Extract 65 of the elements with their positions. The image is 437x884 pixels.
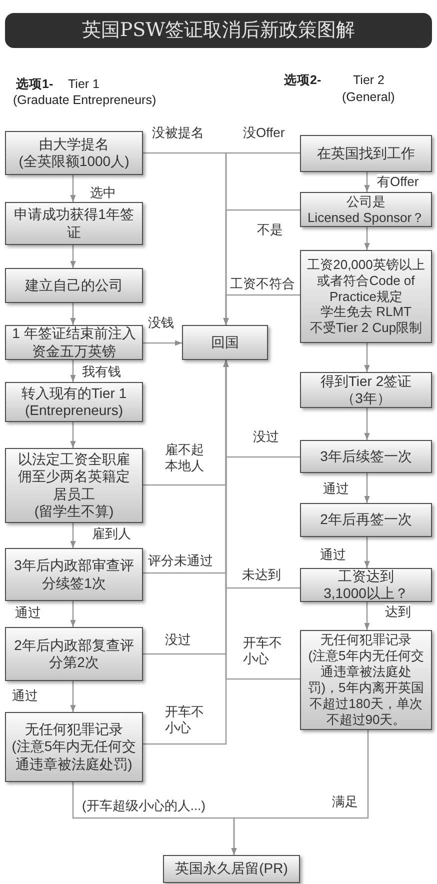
arrow: [70, 175, 76, 202]
process-box: 2年后内政部复查评分第2次: [5, 627, 143, 681]
edge-label: 选中: [90, 185, 116, 202]
arrow: [364, 537, 370, 568]
column-heading: 选项2-: [284, 73, 322, 89]
process-box: 无任何犯罪记录 (注意5年内无任何交通违章被法庭处罚): [5, 712, 143, 782]
column-heading: Tier 2: [353, 73, 384, 89]
process-box: 3年后内政部审查评分续签1次: [5, 548, 143, 601]
arrow: [364, 408, 370, 440]
arrow: [364, 172, 370, 192]
edge-label: 通过: [323, 481, 349, 498]
decision-box: 公司是 Licensed Sponsor？: [300, 192, 432, 227]
title-banner: 英国PSW签证取消后新政策图解: [5, 13, 432, 48]
process-box: 在英国找到工作: [300, 135, 432, 172]
edge-label: 通过: [320, 547, 346, 564]
arrow: [364, 473, 370, 503]
arrow: [223, 294, 300, 325]
edge-label: 没Offer: [243, 125, 285, 142]
process-box: 转入现有的Tier 1 (Entrepreneurs): [5, 382, 143, 422]
arrow: [364, 227, 370, 250]
process-box: 申请成功获得1年签证: [5, 202, 143, 245]
arrow: [143, 360, 229, 745]
edge-label: 通过: [15, 605, 41, 622]
edge-label: 我有钱: [82, 364, 121, 380]
process-box: 以法定工资全职雇佣至少两名英籍定居员工 (留学生不算): [5, 448, 143, 523]
process-box: 由大学提名 (全英限额1000人): [5, 131, 143, 175]
arrow: [70, 681, 76, 712]
edge-label: (开车超级小心的人...): [82, 798, 206, 814]
process-box: 得到Tier 2签证 （3年）: [300, 372, 432, 408]
edge-label: 没过: [253, 429, 279, 446]
arrow: [364, 343, 370, 372]
arrow: [70, 523, 76, 548]
edge-label: 通过: [12, 688, 38, 704]
arrow: [70, 303, 76, 325]
arrow: [70, 601, 76, 627]
column-heading: Tier 1: [68, 77, 100, 93]
arrow: [70, 360, 76, 382]
arrow: [143, 340, 182, 346]
process-box: 3年后续签一次: [300, 440, 432, 473]
column-heading: (General): [342, 90, 395, 106]
arrow: [70, 245, 76, 268]
arrow: [231, 730, 369, 855]
process-box: 1 年签证结束前注入资金五万英镑: [5, 325, 143, 360]
edge-label: 达到: [385, 604, 411, 620]
decision-box: 工资达到 3,1000以上？: [300, 568, 432, 602]
column-heading: (Graduate Entrepreneurs): [13, 93, 156, 109]
arrow: [364, 602, 370, 630]
edge-label: 没过: [165, 632, 191, 648]
edge-label: 未达到: [242, 567, 281, 584]
process-box: 2年后再签一次: [300, 503, 432, 537]
arrow: [70, 422, 76, 448]
edge-label: 工资不符合: [230, 276, 295, 292]
edge-label: 评分未通过: [148, 553, 213, 570]
process-box: 无任何犯罪记录 (注意5年内无任何交通违章被法庭处罚)，5年内离开英国不超过180天，单次不超过90天。: [300, 630, 432, 730]
outcome-box: 回国: [182, 325, 268, 360]
edge-label: 没被提名: [152, 125, 204, 142]
edge-label: 不是: [257, 222, 283, 238]
edge-label: 有Offer: [377, 174, 419, 190]
process-box: 建立自己的公司: [5, 268, 143, 303]
column-heading: 选项1-: [16, 77, 54, 93]
edge-label: 雇到人: [92, 526, 131, 542]
edge-label: 满足: [332, 794, 358, 810]
edge-label: 没钱: [148, 315, 174, 332]
process-box: 工资20,000英镑以上或者符合Code of Practice规定 学生免去 RLMT 不受Tier 2 Cup限制: [300, 250, 432, 343]
outcome-box: 英国永久居留(PR): [163, 855, 300, 883]
